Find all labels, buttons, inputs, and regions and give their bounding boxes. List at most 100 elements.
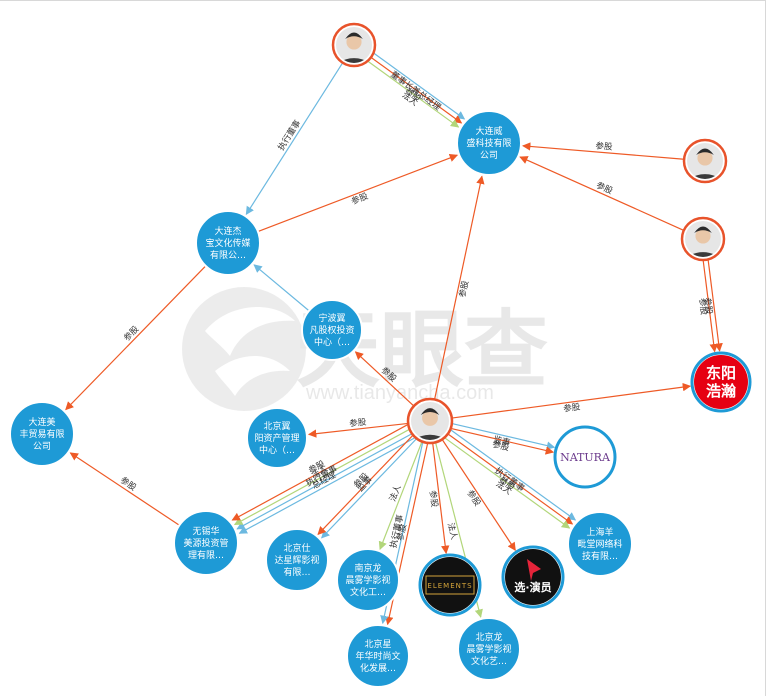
company-node-c6[interactable]: 无锡华美源投资管理有限… (173, 510, 239, 576)
edge-label-legal: 法人 (445, 522, 460, 542)
company-node-circle[interactable] (195, 210, 261, 276)
company-node-label: 公司 (480, 150, 498, 161)
company-node-circle[interactable] (301, 299, 363, 361)
company-node-label: 无锡华 (192, 525, 219, 537)
company-node-circle[interactable] (173, 510, 239, 576)
edge-label-exec: 监事 (492, 434, 512, 449)
person-node-p2[interactable] (682, 138, 728, 184)
company-node-circle[interactable] (9, 401, 75, 467)
company-node-label: 北京星 (364, 638, 391, 650)
edge-label-invest: 参股 (457, 279, 471, 298)
company-node-c2[interactable]: 大连杰宝文化传媒有限公… (195, 210, 261, 276)
company-node-c7[interactable]: 北京仕达星辉影视有限… (265, 528, 329, 592)
edge-label-invest: 参股 (701, 297, 714, 316)
company-node-circle[interactable] (346, 624, 410, 688)
edge-legal-p0-c8 (378, 441, 423, 551)
logo-node-l2[interactable]: NATURA (553, 425, 617, 489)
edge-label-invest: 参股 (118, 475, 139, 494)
company-node-label: 大连威 (475, 125, 502, 137)
logo-text: 东阳 (706, 364, 736, 382)
edge-invest-p0-c11 (447, 433, 574, 525)
edge-label-invest: 参股 (491, 439, 511, 454)
company-node-label: 北京仕 (283, 542, 310, 554)
company-node-label: 文化工… (350, 586, 386, 598)
edge-exec-p0-c7 (321, 438, 418, 539)
company-node-c11[interactable]: 上海羊毗堂网络科技有限… (567, 511, 633, 577)
company-node-c10[interactable]: 北京龙晨雾学影视文化艺… (457, 617, 521, 681)
edge-invest-p0-c7 (317, 434, 414, 536)
company-node-label: 阳资产管理 (254, 432, 299, 444)
edge-invest-p0-c1 (433, 175, 485, 400)
company-node-c8[interactable]: 南京龙晨雾学影视文化工… (336, 548, 400, 612)
edge-invest-p0-l2 (450, 427, 555, 455)
edge-exec-p1-c1 (373, 52, 466, 120)
company-node-label: 晨雾学影视 (345, 574, 390, 586)
logo-node-l3[interactable]: ELEMENTS (418, 553, 482, 617)
logo-text: ELEMENTS (427, 582, 472, 590)
company-node-circle[interactable] (457, 617, 521, 681)
company-node-label: 上海羊 (586, 526, 613, 538)
company-node-label: 大连美 (28, 416, 55, 428)
company-node-circle[interactable] (265, 528, 329, 592)
company-node-circle[interactable] (456, 110, 522, 176)
edge-exec-c3-c2 (253, 264, 310, 312)
edge-label-invest: 参股 (427, 490, 440, 509)
edge-invest-p0-l3 (432, 442, 450, 555)
logo-text: NATURA (560, 451, 611, 464)
company-node-label: 宁波翼 (318, 312, 345, 324)
company-node-c3[interactable]: 宁波翼凡股权投资中心（… (301, 299, 363, 361)
edge-invest-p2-c1 (522, 142, 685, 160)
tianyancha-watermark: 天眼查 www.tianyancha.com (182, 287, 548, 411)
logo-node-l4[interactable]: 选·演员 (501, 545, 565, 609)
edge-exec-p0-c6 (236, 433, 413, 530)
edge-label-invest: 参股 (122, 323, 142, 343)
company-node-label: 中心（… (314, 336, 350, 348)
company-node-label: 丰贸易有限 (19, 428, 64, 440)
edge-exec-p0-c11 (450, 429, 577, 521)
nodes-layer: 大连威盛科技有限公司大连杰宝文化传媒有限公…宁波翼凡股权投资中心（…大连美丰贸易… (9, 22, 752, 688)
company-node-label: 中心（… (259, 444, 295, 456)
company-node-label: 盛科技有限 (466, 137, 511, 149)
company-node-label: 有限公… (210, 249, 246, 261)
company-node-label: 北京翼 (263, 420, 290, 432)
person-avatar-icon (685, 221, 721, 257)
company-node-label: 北京龙 (475, 631, 502, 643)
edge-label-invest: 参股 (350, 191, 370, 208)
edge-exec-p1-c2 (245, 62, 344, 216)
edge-invest-p3-c1 (519, 156, 685, 231)
company-node-label: 凡股权投资 (309, 324, 354, 336)
edge-invest-p0-c3 (354, 351, 415, 407)
edge-label-invest: 参股 (696, 298, 709, 317)
company-node-label: 化发展… (360, 662, 396, 674)
company-node-label: 年华时尚文 (355, 650, 400, 662)
edge-label-invest: 参股 (594, 180, 614, 197)
company-node-label: 美源投资管 (183, 537, 228, 549)
person-node-p3[interactable] (680, 216, 726, 262)
company-logo-icon: NATURA (557, 429, 613, 485)
company-node-label: 南京龙 (354, 562, 381, 574)
company-node-circle[interactable] (246, 407, 308, 469)
company-node-c5[interactable]: 北京翼阳资产管理中心（… (246, 407, 308, 469)
edge-label-legal: 法人 (387, 483, 404, 503)
edge-invest-c2-c4 (65, 265, 207, 411)
company-node-label: 大连杰 (214, 225, 241, 237)
edge-exec-p0-l2 (451, 422, 556, 450)
company-node-c9[interactable]: 北京星年华时尚文化发展… (346, 624, 410, 688)
company-node-circle[interactable] (567, 511, 633, 577)
edge-legal-p1-c1 (367, 60, 460, 128)
logo-text: 浩瀚 (706, 382, 736, 400)
edge-invest-p3-l1 (707, 259, 723, 352)
edge-invest-p1-c1 (370, 56, 463, 124)
person-node-p1[interactable] (331, 22, 377, 68)
person-node-p0[interactable] (406, 397, 454, 445)
edge-invest-p0-l4 (441, 439, 516, 551)
edge-invest-c2-c1 (257, 153, 459, 233)
edge-legal-p0-c11 (444, 437, 571, 529)
company-logo-icon: 选·演员 (505, 549, 561, 605)
company-node-circle[interactable] (336, 548, 400, 612)
